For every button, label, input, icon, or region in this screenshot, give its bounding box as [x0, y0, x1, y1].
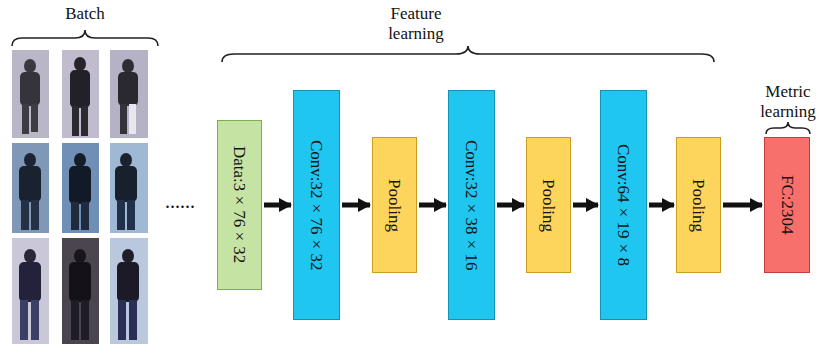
flow-arrow: [419, 203, 446, 208]
pooling-box: Pooling: [372, 137, 417, 273]
flow-arrow: [264, 203, 291, 208]
conv-box: Conv:32×76×32: [293, 90, 340, 320]
flow-arrow: [723, 203, 762, 208]
node-text: Pooling: [690, 179, 707, 232]
node-text: Data:3×76×32: [231, 146, 248, 263]
feature-brace: [222, 46, 714, 62]
conv-box: Conv:64×19×8: [600, 90, 647, 320]
pooling-box: Pooling: [676, 137, 721, 273]
node-text: FC:2304: [779, 175, 796, 235]
conv-box: Conv:32×38×16: [448, 90, 495, 320]
node-text: Conv:32×76×32: [308, 140, 325, 271]
node-text: Conv:32×38×16: [463, 140, 480, 271]
batch-images: [12, 50, 148, 344]
pooling-box: Pooling: [526, 137, 571, 273]
flow-arrow: [497, 203, 524, 208]
ellipsis-label: ......: [155, 190, 205, 213]
flow-arrow: [649, 203, 674, 208]
flow-arrow: [573, 203, 598, 208]
group-label: Metric learning: [749, 82, 827, 121]
node-text: Conv:64×19×8: [615, 144, 632, 266]
metric-brace: [766, 122, 810, 134]
node-text: Pooling: [540, 179, 557, 232]
data-box: Data:3×76×32: [217, 120, 262, 290]
group-label: Feature learning: [371, 4, 461, 43]
flow-arrow: [342, 203, 370, 208]
fc-box: FC:2304: [764, 137, 810, 273]
batch-label: Batch: [45, 4, 125, 24]
node-text: Pooling: [386, 179, 403, 232]
batch-brace: [12, 30, 158, 46]
